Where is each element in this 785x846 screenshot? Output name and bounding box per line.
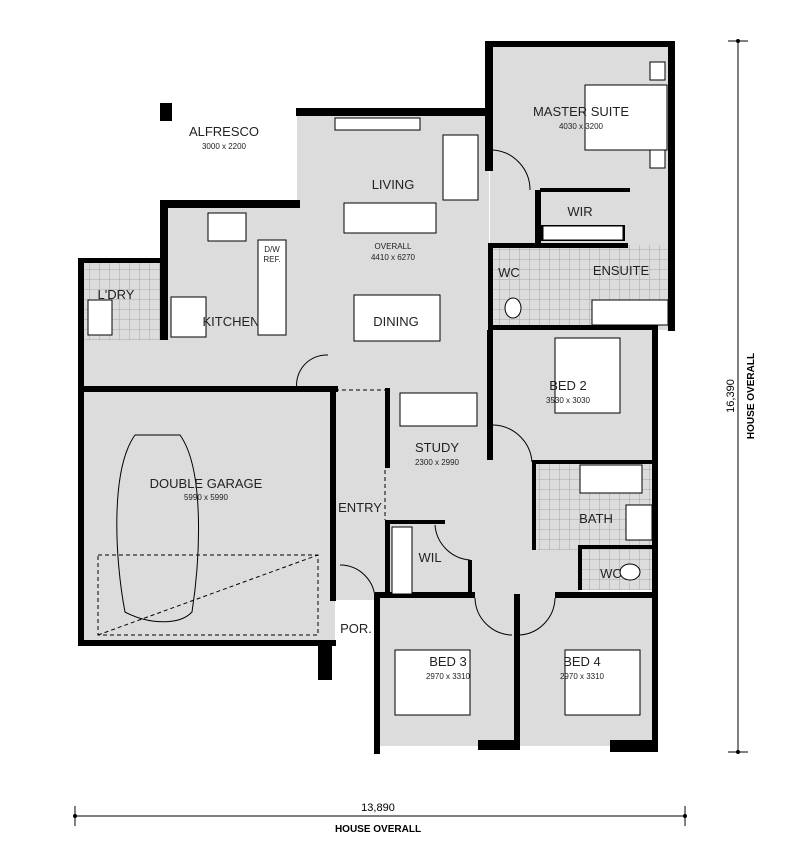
bath-label: BATH xyxy=(579,511,613,526)
alfresco-label: ALFRESCO xyxy=(189,124,259,139)
bed4-label: BED 4 xyxy=(563,654,601,669)
master-bed xyxy=(584,84,668,151)
room-labels: ALFRESCO 3000 x 2200 MASTER SUITE 4030 x… xyxy=(98,104,650,681)
laundry-tub xyxy=(87,299,113,336)
laundry-label: L'DRY xyxy=(98,287,135,302)
bed3-label: BED 3 xyxy=(429,654,467,669)
bed4-bed xyxy=(564,649,641,716)
sofa xyxy=(343,202,437,234)
walls xyxy=(78,41,675,754)
study-label: STUDY xyxy=(415,440,459,455)
laundry-hall-floor xyxy=(82,340,167,390)
bed2-label: BED 2 xyxy=(549,378,587,393)
bed4-size: 2970 x 3310 xyxy=(560,672,605,681)
hall-door xyxy=(296,354,329,391)
bed3-size: 2970 x 3310 xyxy=(426,672,471,681)
ensuite-label: ENSUITE xyxy=(593,263,650,278)
bed3-bed xyxy=(394,649,471,716)
dining-label: DINING xyxy=(373,314,419,329)
porch-floor xyxy=(337,600,377,645)
kitchen-hall-floor xyxy=(167,340,489,392)
bed2-door xyxy=(492,424,533,463)
width-value: 13,890 xyxy=(361,802,395,814)
wc-label: WC xyxy=(600,566,622,581)
entry-door xyxy=(339,564,376,601)
wil-label: WIL xyxy=(418,550,441,565)
car-icon xyxy=(116,434,200,623)
alfresco-size: 3000 x 2200 xyxy=(202,142,247,151)
bed-doors xyxy=(474,597,556,636)
alfresco-floor xyxy=(162,105,297,203)
dining-table xyxy=(353,294,441,342)
wil-shelf xyxy=(391,526,413,595)
living-label: LIVING xyxy=(372,177,415,192)
wc-toilet xyxy=(619,563,641,581)
kitchen-label: KITCHEN xyxy=(202,314,259,329)
wir-label: WIR xyxy=(567,204,592,219)
master-suite-label: MASTER SUITE xyxy=(533,104,629,119)
garage-door-swing xyxy=(97,554,319,636)
depth-label: HOUSE OVERALL xyxy=(746,353,757,439)
master-door xyxy=(492,149,531,191)
bed2-bed xyxy=(554,337,621,414)
wir-shelf xyxy=(542,225,624,241)
fridge-space xyxy=(170,296,207,338)
study-desk xyxy=(399,392,478,427)
toilet xyxy=(504,297,522,319)
entry-opening xyxy=(335,389,386,520)
kitchen-bench xyxy=(257,239,287,336)
overall-label: OVERALL xyxy=(375,242,412,251)
master-suite-size: 4030 x 3200 xyxy=(559,122,604,131)
garage-size: 5990 x 5990 xyxy=(184,493,229,502)
ref-label: REF. xyxy=(263,255,280,264)
garage-floor xyxy=(80,392,335,642)
armchair xyxy=(442,134,479,201)
dw-label: D/W xyxy=(264,245,280,254)
cooktop xyxy=(207,212,247,242)
garage-label: DOUBLE GARAGE xyxy=(150,476,263,491)
ensuite-vanity xyxy=(591,299,669,326)
porch-label: POR. xyxy=(340,621,372,636)
overall-size: 4410 x 6270 xyxy=(371,253,416,262)
width-label: HOUSE OVERALL xyxy=(335,824,421,835)
depth-value: 16,390 xyxy=(725,379,737,413)
fireplace xyxy=(334,117,421,131)
fixtures xyxy=(87,61,669,716)
bathtub xyxy=(579,464,643,494)
dimension-lines: 13,890 HOUSE OVERALL 16,390 HOUSE OVERAL… xyxy=(73,39,757,835)
wil-door xyxy=(434,524,471,561)
study-size: 2300 x 2990 xyxy=(415,458,460,467)
bath-vanity xyxy=(625,504,653,541)
entry-label: ENTRY xyxy=(338,500,382,515)
bed2-size: 3530 x 3030 xyxy=(546,396,591,405)
ensuite-wc-label: WC xyxy=(498,265,520,280)
